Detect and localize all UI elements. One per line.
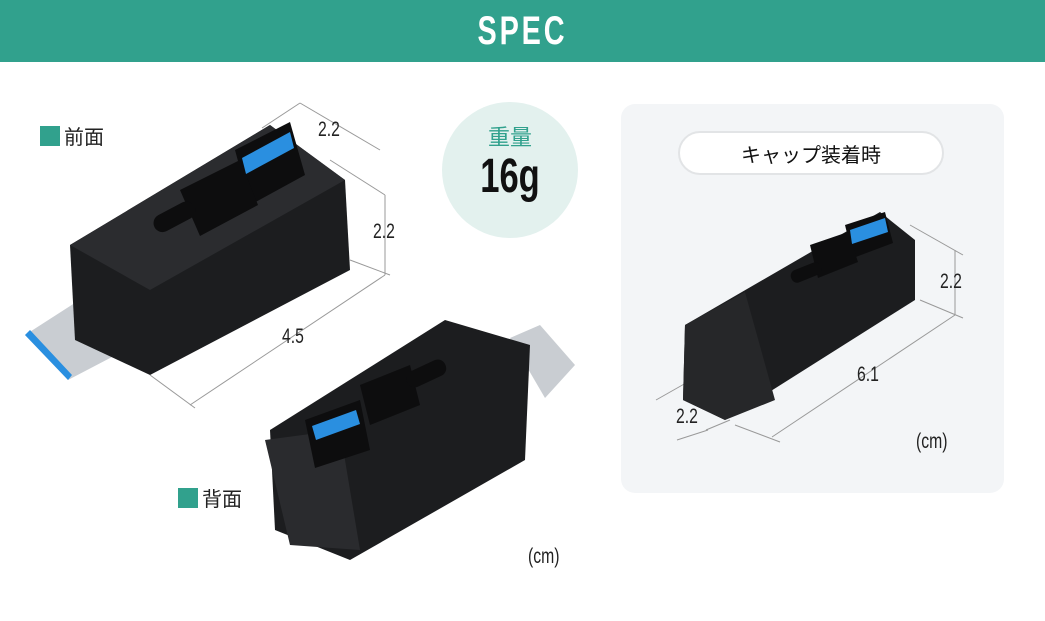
front-depth-dim: 2.2 xyxy=(318,118,340,141)
capped-label: キャップ装着時 xyxy=(678,131,944,175)
header-title: SPEC xyxy=(477,8,568,53)
spec-header: SPEC xyxy=(0,0,1045,62)
weight-value: 16g xyxy=(480,150,540,203)
front-unit: (cm) xyxy=(528,545,560,568)
back-label: 背面 xyxy=(178,483,242,512)
capped-width-dim: 2.2 xyxy=(676,405,698,428)
dimension-lines xyxy=(149,102,964,443)
square-bullet-icon xyxy=(178,487,198,508)
weight-badge: 重量 16g xyxy=(442,102,578,238)
capped-device-image xyxy=(683,212,915,420)
square-bullet-icon xyxy=(40,125,60,146)
capped-length-dim: 6.1 xyxy=(857,363,879,386)
front-label: 前面 xyxy=(40,121,104,150)
front-height-dim: 2.2 xyxy=(373,220,395,243)
front-device-image xyxy=(25,122,350,380)
capped-height-dim: 2.2 xyxy=(940,270,962,293)
back-device-image xyxy=(265,320,575,560)
front-length-dim: 4.5 xyxy=(282,325,304,348)
weight-label: 重量 xyxy=(487,126,532,151)
capped-unit: (cm) xyxy=(916,430,948,453)
